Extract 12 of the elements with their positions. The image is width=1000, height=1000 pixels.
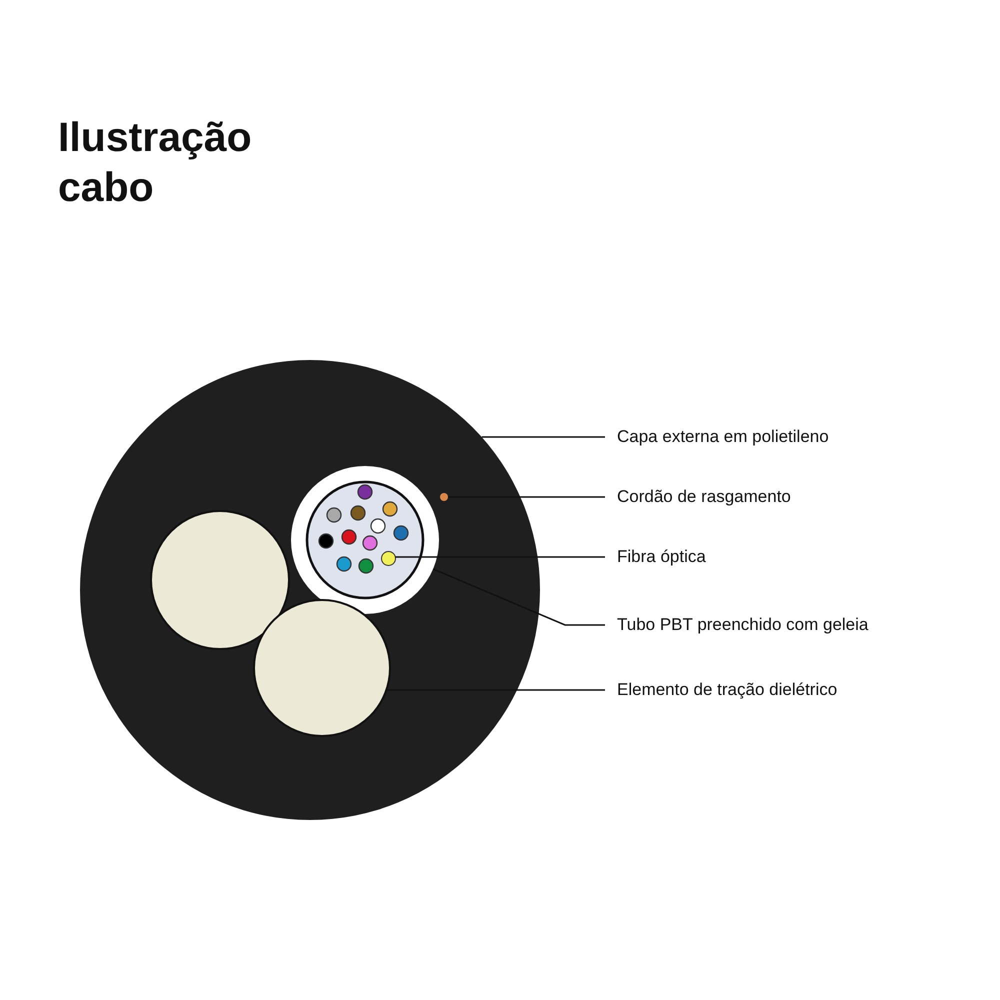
title: Ilustração cabo — [58, 113, 253, 212]
callout-label: Capa externa em polietileno — [605, 427, 829, 447]
leader-line — [482, 436, 605, 438]
leader-line — [395, 556, 605, 558]
leader-line — [432, 568, 605, 626]
callout-label: Tubo PBT preenchido com geleia — [605, 615, 868, 635]
leader-line — [448, 496, 605, 498]
callout-label: Cordão de rasgamento — [605, 487, 791, 507]
leader-line — [387, 689, 605, 691]
callout-label: Fibra óptica — [605, 547, 706, 567]
rip-cord — [440, 493, 448, 501]
callout-label: Elemento de tração dielétrico — [605, 680, 838, 700]
